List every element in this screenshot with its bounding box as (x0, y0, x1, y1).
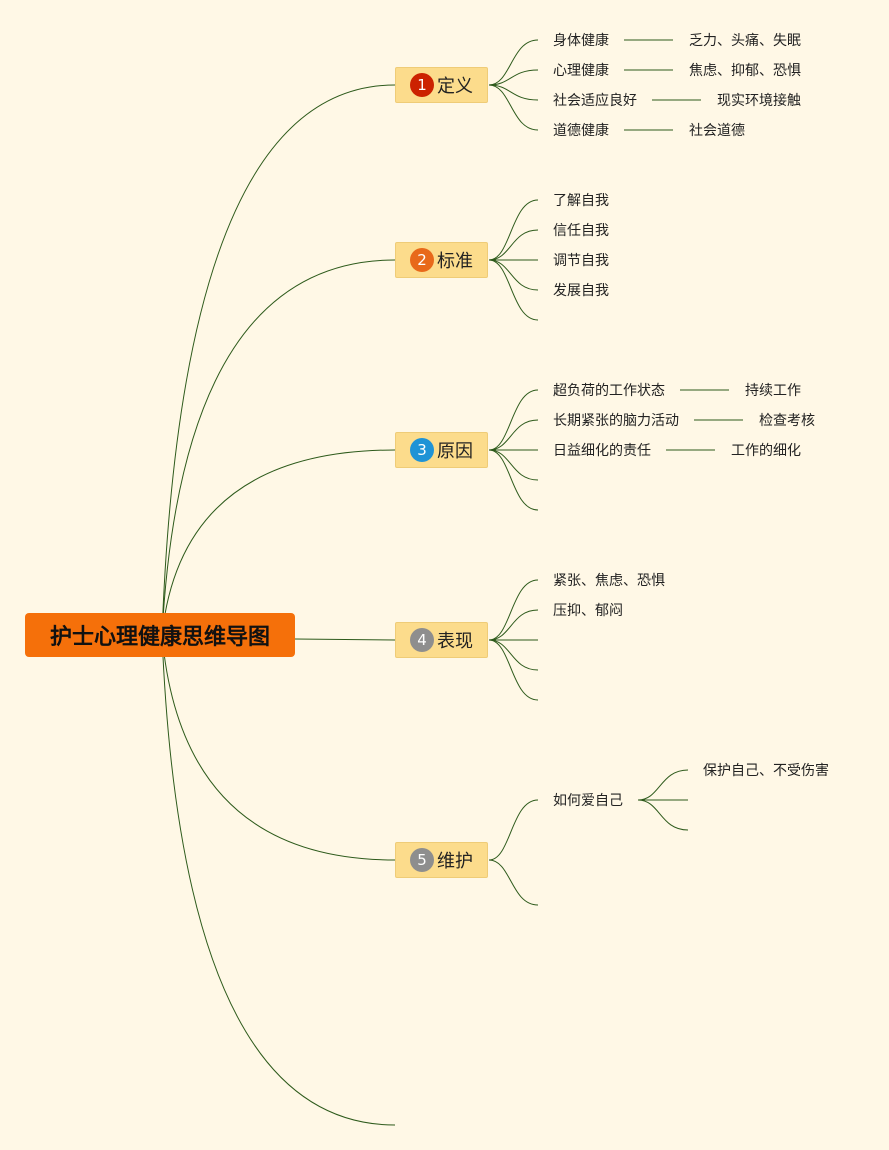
branch-label: 维护 (437, 851, 473, 872)
leaf-subtopic[interactable]: 保护自己、不受伤害 (703, 763, 829, 779)
root-connector (294, 638, 396, 641)
leaf-topic[interactable]: 社会适应良好 (553, 93, 637, 109)
branch-label: 标准 (437, 251, 473, 272)
leaf-detail[interactable]: 乏力、头痛、失眠 (689, 33, 801, 49)
branch-standard[interactable]: 2 标准 (395, 242, 488, 278)
leaf-connector (488, 39, 539, 86)
branch-label: 原因 (437, 441, 473, 462)
root-title: 护士心理健康思维导图 (49, 625, 270, 650)
leaf-detail[interactable]: 焦虑、抑郁、恐惧 (689, 63, 801, 79)
leaf-topic[interactable]: 日益细化的责任 (553, 443, 651, 459)
leaf-topic[interactable]: 道德健康 (553, 123, 609, 139)
leaf-topic[interactable]: 紧张、焦虑、恐惧 (553, 573, 665, 589)
leaf-detail[interactable]: 现实环境接触 (717, 93, 801, 109)
branch-cause[interactable]: 3 原因 (395, 432, 488, 468)
number-badge-1: 1 (410, 73, 434, 97)
leaf-topic[interactable]: 发展自我 (553, 283, 609, 299)
number-badge-2: 2 (410, 248, 434, 272)
leaf-topic[interactable]: 身体健康 (553, 33, 609, 49)
leaf-connector (488, 799, 539, 861)
leaf-topic[interactable]: 如何爱自己 (553, 793, 623, 809)
leaf-topic[interactable]: 了解自我 (553, 193, 609, 209)
leaf-connector (488, 199, 539, 261)
root-connector (161, 84, 396, 636)
leaf-detail[interactable]: 持续工作 (745, 383, 801, 399)
leaf-connector (637, 799, 689, 831)
leaf-connector (488, 229, 539, 261)
leaf-detail[interactable]: 检查考核 (759, 413, 815, 429)
root-connector (161, 259, 396, 636)
root-topic[interactable]: 护士心理健康思维导图 (25, 613, 295, 657)
leaf-topic[interactable]: 长期紧张的脑力活动 (553, 413, 679, 429)
leaf-topic[interactable]: 超负荷的工作状态 (553, 383, 665, 399)
leaf-connector (488, 69, 539, 86)
leaf-connector (488, 579, 539, 641)
number-badge-3: 3 (410, 438, 434, 462)
leaf-detail[interactable]: 社会道德 (689, 123, 745, 139)
leaf-topic[interactable]: 信任自我 (553, 223, 609, 239)
leaf-detail[interactable]: 工作的细化 (731, 443, 801, 459)
leaf-connector (488, 859, 539, 906)
leaf-connector (488, 449, 539, 511)
leaf-connector (488, 84, 539, 131)
branch-definition[interactable]: 1 定义 (395, 67, 488, 103)
branch-label: 定义 (437, 76, 473, 97)
leaf-connector (488, 419, 539, 451)
leaf-connector (488, 449, 539, 481)
branch-maintenance[interactable]: 5 维护 (395, 842, 488, 878)
leaf-connector (488, 259, 539, 291)
leaf-topic[interactable]: 心理健康 (553, 63, 609, 79)
root-connector (161, 634, 396, 1126)
branch-label: 表现 (437, 631, 473, 652)
leaf-topic[interactable]: 调节自我 (553, 253, 609, 269)
leaf-connector (488, 639, 539, 701)
leaf-connector (488, 609, 539, 641)
root-connector (161, 634, 396, 861)
leaf-connector (488, 259, 539, 321)
number-badge-4: 4 (410, 628, 434, 652)
root-connector (161, 449, 396, 636)
leaf-connector (488, 389, 539, 451)
leaf-connector (488, 639, 539, 671)
leaf-topic[interactable]: 压抑、郁闷 (553, 603, 623, 619)
number-badge-5: 5 (410, 848, 434, 872)
leaf-connector (637, 769, 689, 801)
branch-symptoms[interactable]: 4 表现 (395, 622, 488, 658)
